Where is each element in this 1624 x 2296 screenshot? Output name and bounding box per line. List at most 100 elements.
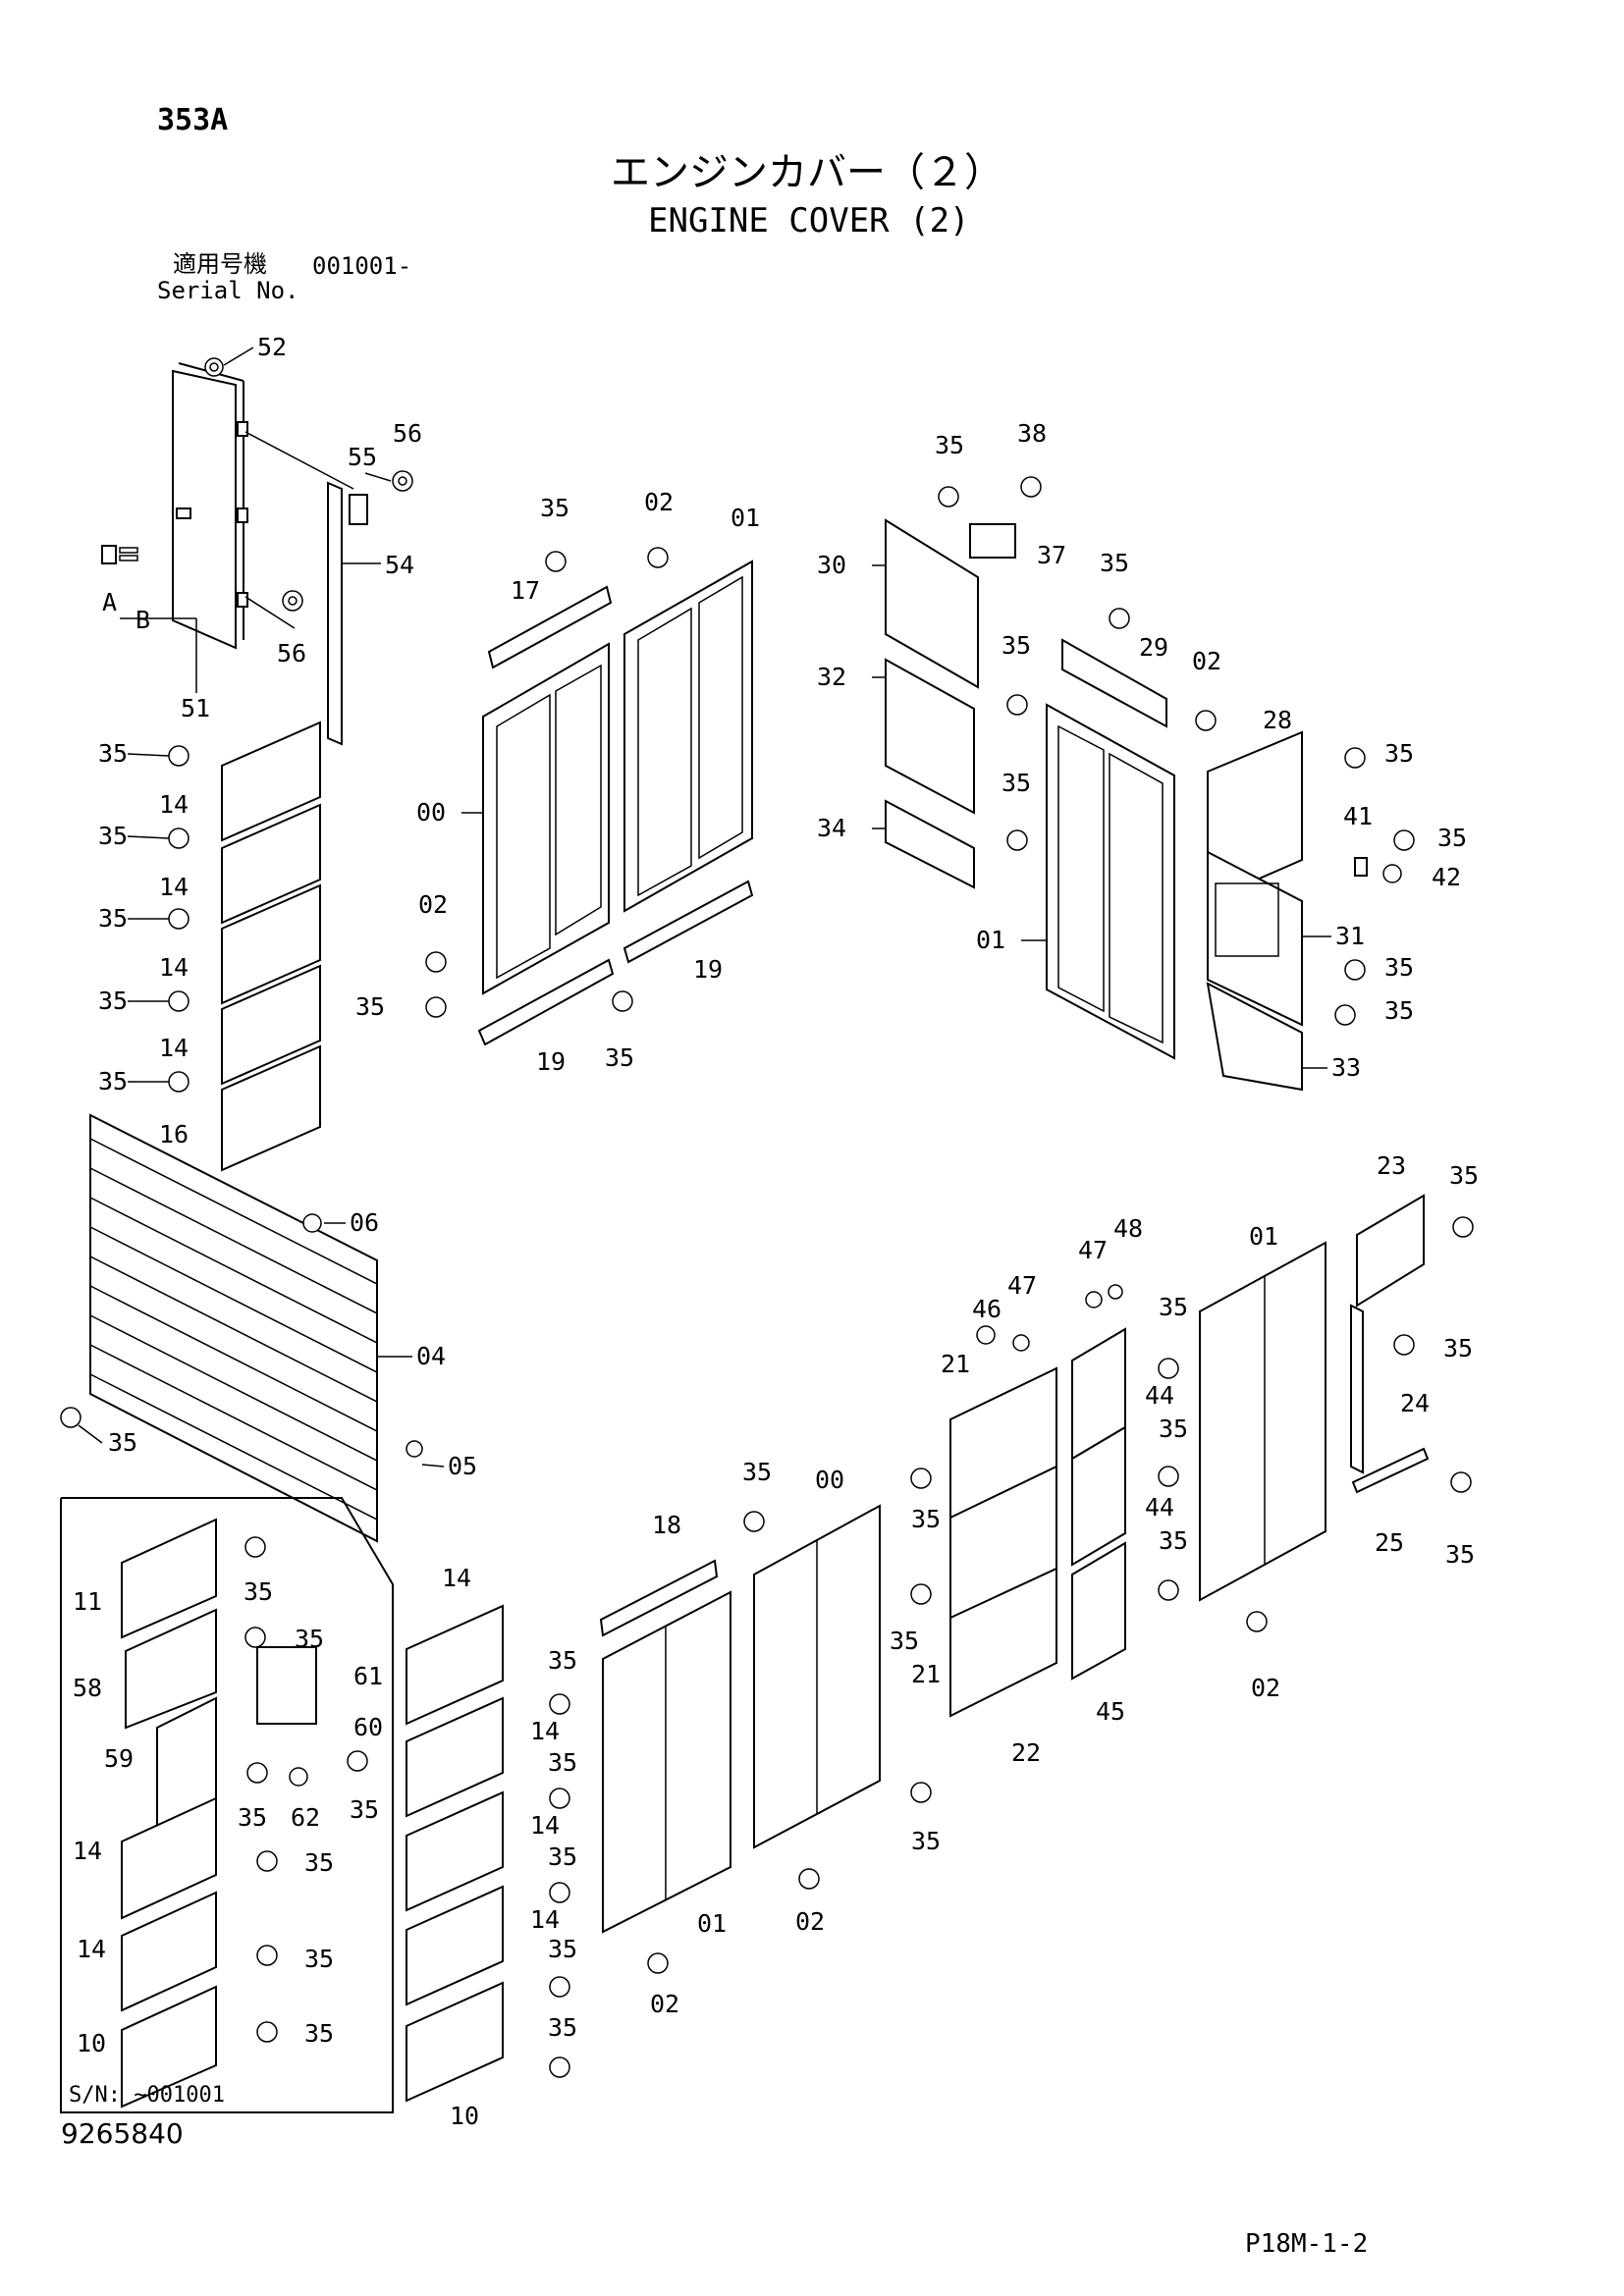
callout-35: 35: [304, 1945, 334, 1973]
plate-18: [599, 1559, 719, 1637]
callout-61: 61: [353, 1662, 383, 1690]
callout-32: 32: [817, 663, 846, 691]
callout-37: 37: [1037, 541, 1066, 569]
door-frame-00-mid: [482, 642, 610, 995]
callout-14: 14: [77, 1935, 106, 1963]
side-plate-45: [1071, 1541, 1126, 1681]
hinge-plate-54: [244, 431, 354, 746]
callout-44: 44: [1145, 1381, 1174, 1410]
callout-35: 35: [295, 1625, 324, 1653]
callout-02: 02: [795, 1907, 825, 1936]
callout-06: 06: [350, 1208, 379, 1237]
callout-35: 35: [350, 1795, 379, 1824]
callout-21: 21: [911, 1660, 941, 1688]
callout-10: 10: [450, 2102, 479, 2130]
callout-35: 35: [1443, 1334, 1473, 1362]
callout-35: 35: [1384, 739, 1414, 768]
door-panel-51: [101, 362, 248, 650]
callout-33: 33: [1331, 1053, 1361, 1082]
callout-52: 52: [257, 333, 287, 361]
grille-04: [60, 1113, 423, 1543]
door-panel-01-right: [1199, 1241, 1326, 1602]
callout-14: 14: [73, 1837, 102, 1865]
callout-29: 29: [1139, 633, 1168, 662]
callout-35: 35: [548, 1935, 577, 1963]
callout-16: 16: [159, 1120, 189, 1148]
bolt-56-lower: [282, 590, 303, 612]
plate-33: [1206, 982, 1303, 1092]
callout-35: 35: [1159, 1293, 1188, 1321]
plate-19-right: [623, 880, 754, 964]
plate-17: [487, 585, 613, 669]
callout-55: 55: [348, 443, 377, 471]
callout-02: 02: [650, 1990, 679, 2018]
callout-35: 35: [605, 1043, 634, 1072]
callout-44: 44: [1145, 1493, 1174, 1522]
callout-01: 01: [731, 504, 760, 532]
page-title-japanese: エンジンカバー（２）: [611, 150, 1003, 195]
callout-23: 23: [1377, 1151, 1406, 1180]
callout-B: B: [135, 606, 150, 634]
callout-02: 02: [644, 488, 674, 516]
callout-34: 34: [817, 814, 846, 842]
bracket-25: [1351, 1447, 1430, 1494]
callout-01: 01: [1249, 1222, 1278, 1251]
callout-35: 35: [1001, 769, 1031, 797]
panel-column-center: [406, 1604, 570, 2103]
callout-47: 47: [1007, 1271, 1037, 1300]
callout-35: 35: [304, 2019, 334, 2048]
callout-30: 30: [817, 551, 846, 579]
callout-41: 41: [1343, 802, 1373, 830]
callout-35: 35: [911, 1827, 941, 1855]
callout-18: 18: [652, 1511, 681, 1539]
callout-35: 35: [98, 987, 128, 1015]
callout-02: 02: [1192, 647, 1221, 675]
callout-42: 42: [1432, 863, 1461, 891]
callout-14: 14: [442, 1564, 471, 1592]
plate-29: [1061, 638, 1167, 728]
callout-38: 38: [1017, 419, 1047, 448]
serial-label-japanese: 適用号機: [173, 250, 267, 278]
callout-35: 35: [548, 2013, 577, 2042]
callout-35: 35: [1384, 953, 1414, 982]
page-reference: P18M-1-2: [1245, 2229, 1369, 2259]
callout-22: 22: [1011, 1738, 1041, 1767]
callout-00: 00: [416, 798, 446, 827]
callout-01: 01: [697, 1909, 727, 1938]
callout-14: 14: [530, 1717, 560, 1745]
callout-A: A: [102, 588, 117, 616]
callout-35: 35: [98, 739, 128, 768]
callout-35: 35: [355, 992, 385, 1021]
callout-48: 48: [1113, 1214, 1143, 1243]
page-code: 353A: [157, 103, 229, 137]
callout-35: 35: [98, 1067, 128, 1095]
callout-56: 56: [393, 419, 422, 448]
callout-58: 58: [73, 1674, 102, 1702]
callout-35: 35: [1100, 549, 1129, 577]
callout-14: 14: [159, 1034, 189, 1062]
callout-28: 28: [1263, 706, 1292, 734]
callout-00: 00: [815, 1466, 844, 1494]
plate-19-left: [477, 958, 615, 1046]
callout-24: 24: [1400, 1389, 1430, 1417]
callout-14: 14: [159, 873, 189, 901]
callout-14: 14: [530, 1811, 560, 1840]
callout-62: 62: [291, 1803, 320, 1832]
callout-01: 01: [976, 926, 1005, 954]
callout-35: 35: [304, 1848, 334, 1877]
page-title-english: ENGINE COVER (2): [648, 201, 970, 240]
door-frame-01-mid: [623, 560, 753, 913]
callout-35: 35: [548, 1646, 577, 1675]
inset-box: [60, 1497, 394, 2113]
frame-31: [1207, 850, 1303, 1027]
callout-02: 02: [418, 890, 448, 919]
bracket-55: [349, 494, 368, 525]
bar-24: [1350, 1304, 1364, 1474]
callout-35: 35: [238, 1803, 267, 1832]
callout-04: 04: [416, 1342, 446, 1370]
bolt-52: [204, 357, 224, 377]
callout-35: 35: [1384, 996, 1414, 1025]
callout-59: 59: [104, 1744, 134, 1773]
callout-35: 35: [890, 1627, 919, 1655]
